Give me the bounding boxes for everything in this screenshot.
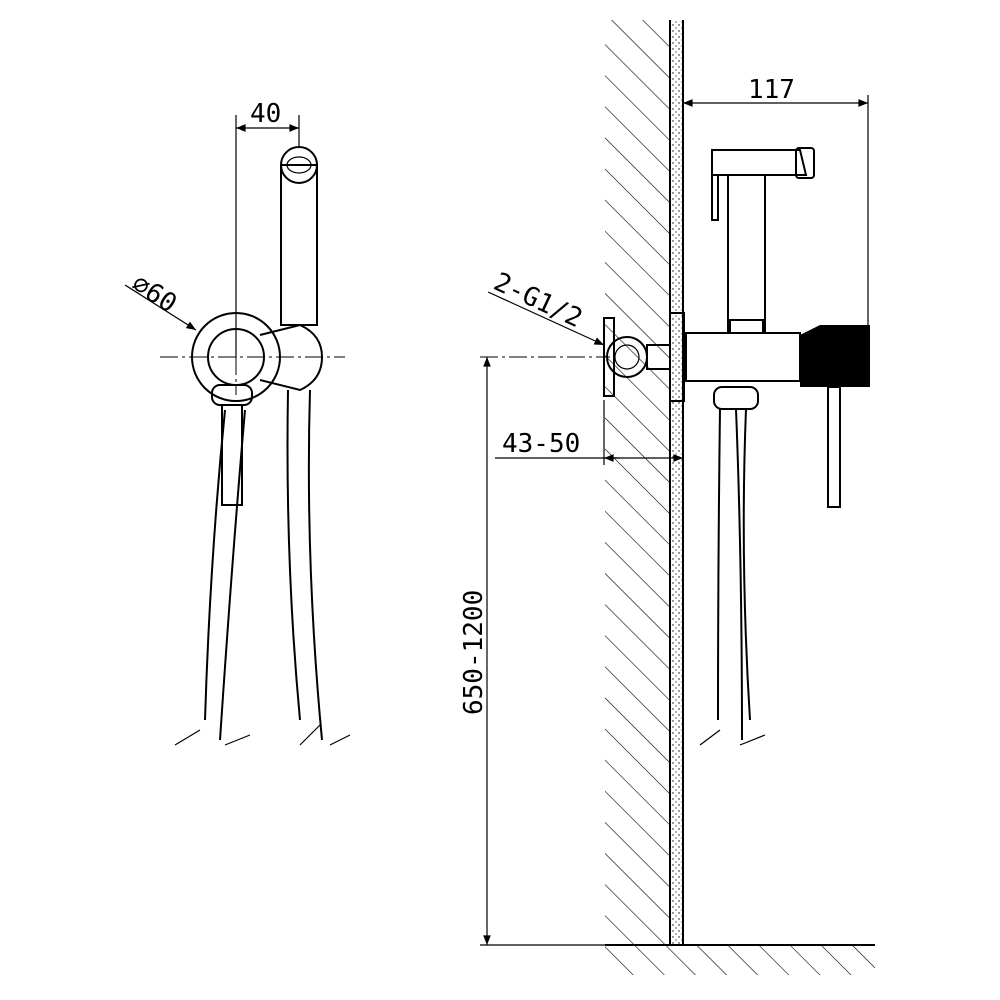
sprayer-handle bbox=[280, 164, 318, 326]
front-view: 40 ⌀60 bbox=[124, 99, 351, 746]
dimension-40: 40 bbox=[250, 99, 281, 129]
dimension-inlet-thread: 2-G1/2 bbox=[489, 267, 587, 334]
lever bbox=[827, 386, 841, 508]
dimension-117: 117 bbox=[748, 75, 795, 105]
dimension-diameter-60: ⌀60 bbox=[126, 269, 182, 320]
wall-finish bbox=[670, 20, 683, 945]
dimension-43-50: 43-50 bbox=[502, 429, 580, 459]
knurled-handle bbox=[800, 325, 870, 387]
floor-section bbox=[605, 945, 875, 975]
valve-body-side bbox=[685, 332, 801, 382]
dimension-650-1200: 650-1200 bbox=[459, 590, 489, 715]
side-view: 117 2-G1/2 43-50 650-1200 bbox=[459, 20, 875, 975]
wall-section bbox=[605, 20, 670, 945]
